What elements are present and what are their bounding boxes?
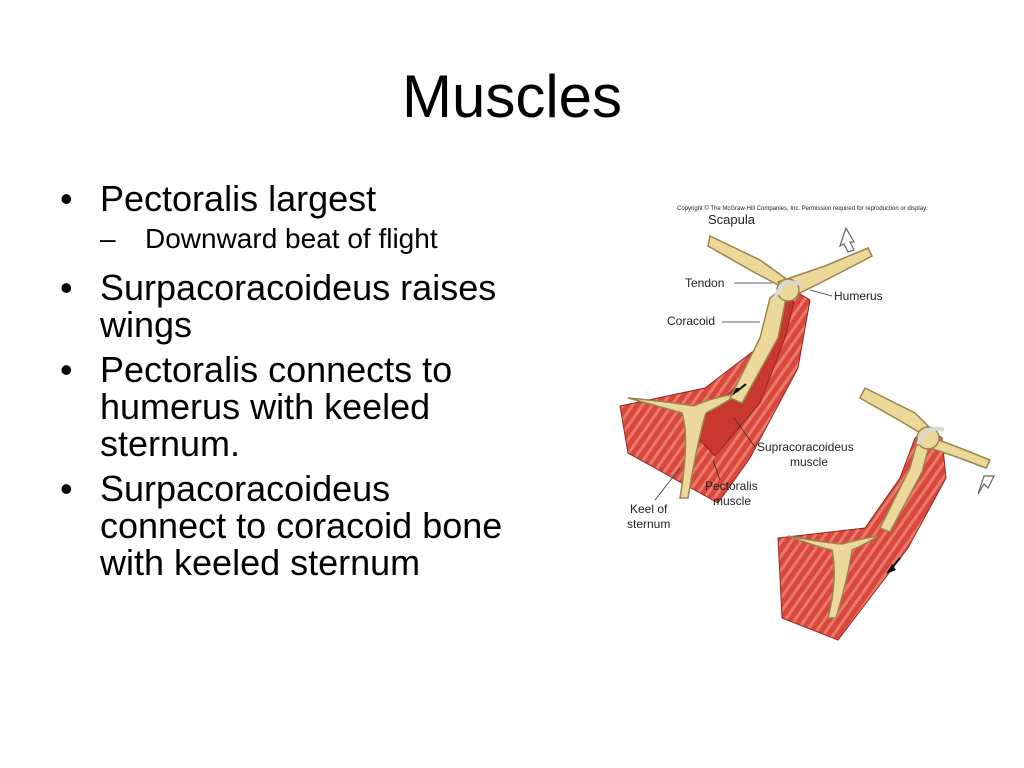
bullet-list: Pectoralis largest Downward beat of flig… [60, 180, 520, 589]
tendon-shape [773, 280, 803, 299]
lower-scapula-shape [859, 386, 929, 435]
bullet-text: Pectoralis connects to humerus with keel… [100, 349, 453, 464]
bullet-item: Pectoralis largest Downward beat of flig… [60, 180, 520, 261]
flight-muscle-figure: Copyright © The McGraw-Hill Companies, I… [610, 198, 1020, 643]
label-pectoralis: Pectoralis [705, 479, 758, 493]
figure-copyright: Copyright © The McGraw-Hill Companies, I… [677, 205, 928, 212]
keel-leader-line [654, 467, 681, 501]
humerus-leader-line [809, 289, 833, 297]
muscle-direction-arrow-line [735, 383, 747, 393]
figure-labels: Scapula Tendon Humerus Coracoid Supracor… [627, 212, 883, 531]
downstroke-arrow-icon [977, 475, 995, 495]
bullet-item: Surpacoracoideus connect to coracoid bon… [60, 470, 520, 581]
label-keel-sternum: sternum [627, 517, 670, 531]
slide-title: Muscles [401, 63, 623, 130]
lower-diagram [777, 386, 995, 641]
bullet-text: Pectoralis largest [100, 178, 377, 219]
label-keel-of: Keel of [630, 502, 668, 516]
sub-bullet-item: Downward beat of flight [100, 217, 520, 261]
keel-of-sternum-shape [627, 392, 741, 499]
label-supracoracoideus: Supracoracoideus [757, 440, 854, 454]
upstroke-arrow-icon [838, 226, 856, 253]
label-pectoralis-muscle: muscle [713, 494, 751, 508]
bullet-text: Surpacoracoideus raises wings [100, 267, 497, 345]
pectoralis-leader-line [712, 459, 721, 481]
lower-tendon-shape [916, 426, 945, 445]
bullet-item: Surpacoracoideus raises wings [60, 269, 520, 343]
upper-diagram [619, 226, 873, 504]
flight-muscle-illustration: Copyright © The McGraw-Hill Companies, I… [619, 205, 995, 641]
bullet-item: Pectoralis connects to humerus with keel… [60, 351, 520, 462]
bullet-text: Surpacoracoideus connect to coracoid bon… [100, 468, 503, 583]
label-scapula: Scapula [708, 212, 756, 227]
label-supracoracoideus-muscle: muscle [790, 455, 828, 469]
label-coracoid: Coracoid [667, 314, 715, 328]
sub-bullet-list: Downward beat of flight [100, 217, 520, 261]
label-tendon: Tendon [685, 276, 724, 290]
lower-shoulder-joint-shape [916, 426, 940, 450]
label-humerus: Humerus [834, 289, 883, 303]
lower-keel-shape [787, 535, 879, 619]
lower-muscle-direction-arrow-icon [886, 564, 896, 574]
supracoracoideus-leader-line [733, 417, 756, 448]
